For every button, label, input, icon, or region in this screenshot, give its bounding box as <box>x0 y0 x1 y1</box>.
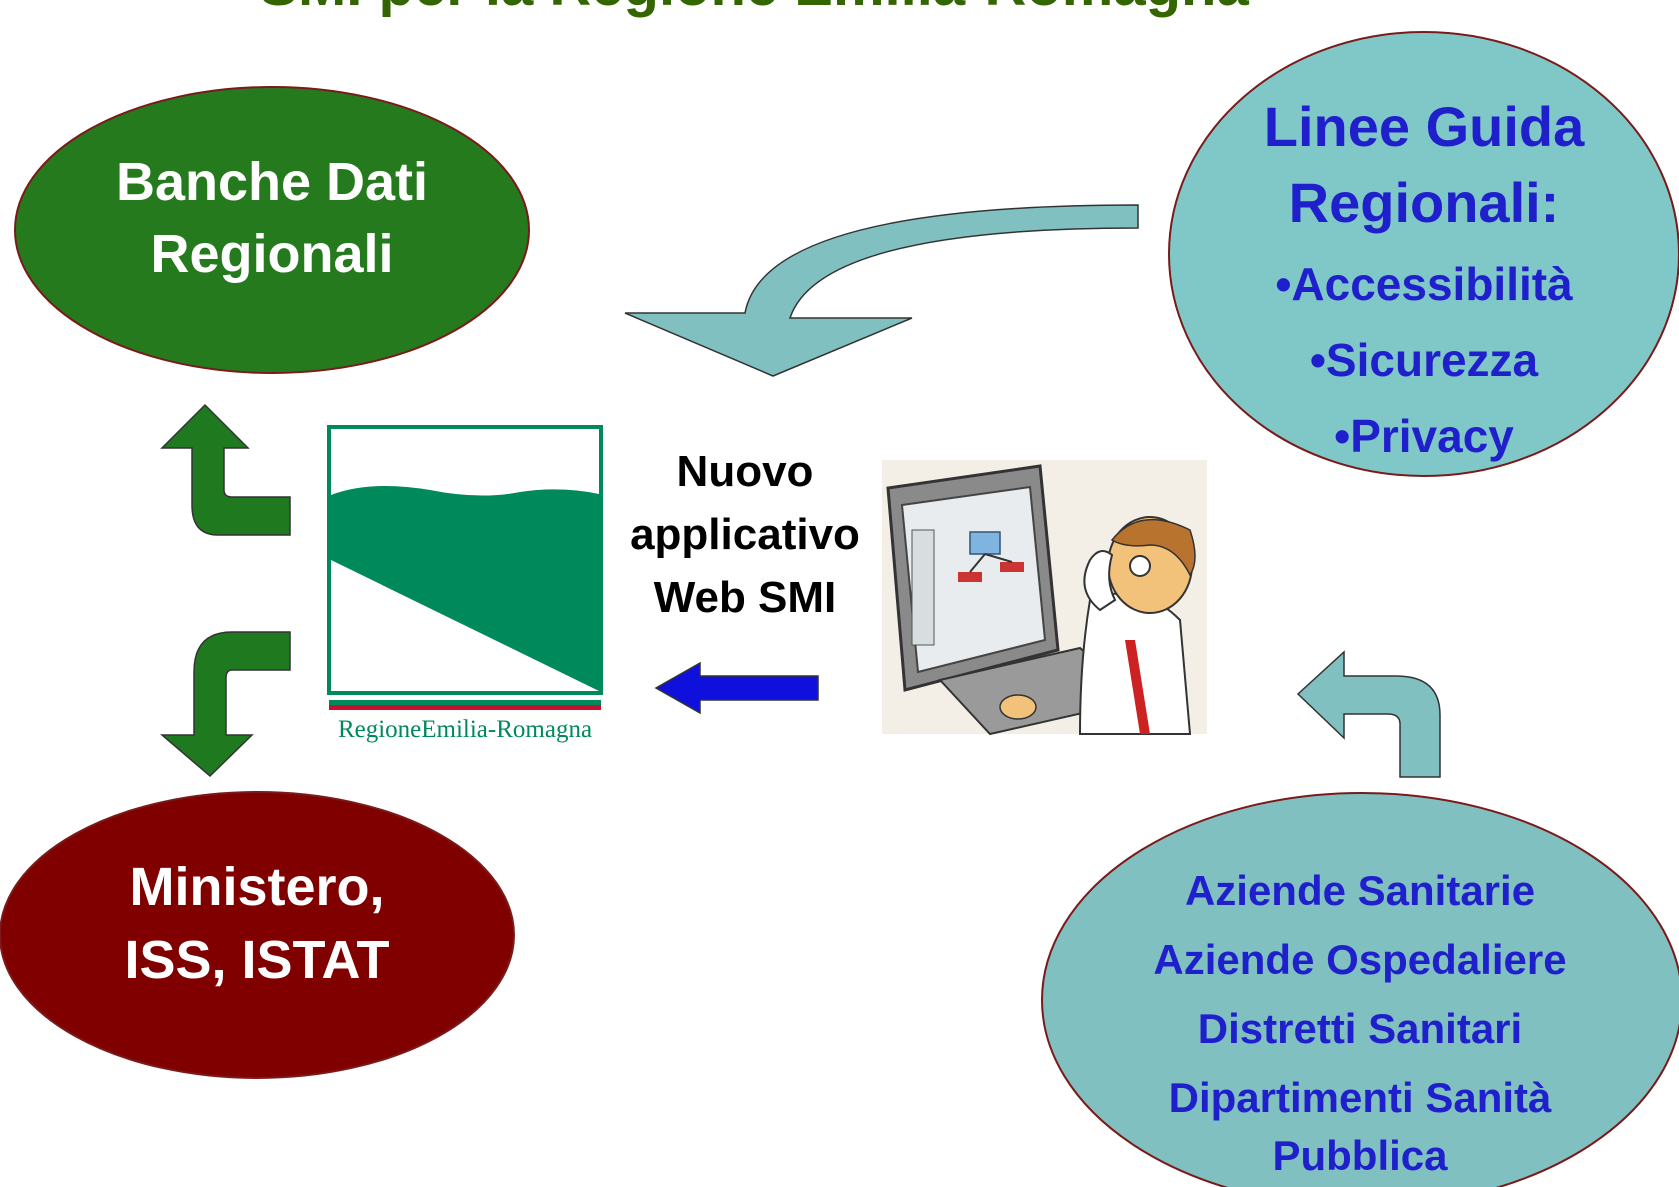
banche-dati-ellipse <box>14 86 530 374</box>
banche-dati-node: Banche Dati Regionali <box>14 86 530 374</box>
ministero-line-1: Ministero, <box>129 857 384 917</box>
logo-caption: RegioneEmilia-Romagna <box>338 716 592 743</box>
regione-logo: RegioneEmilia-Romagna <box>327 425 603 743</box>
person-hand <box>999 694 1037 720</box>
curved-arrow-up-icon <box>160 403 291 536</box>
center-label-line-3: Web SMI <box>654 573 837 622</box>
person-glasses <box>1129 555 1151 577</box>
aziende-line-1: Aziende Sanitarie <box>1185 867 1535 914</box>
screen-connector-1 <box>969 553 986 573</box>
ministero-line-2: ISS, ISTAT <box>124 930 389 990</box>
center-label: Nuovo applicativo Web SMI <box>630 447 860 622</box>
screen-red-box-2 <box>1000 562 1024 572</box>
aziende-line-4: Dipartimenti Sanità <box>1169 1074 1552 1121</box>
aziende-line-5: Pubblica <box>1272 1132 1448 1179</box>
ministero-ellipse <box>0 791 515 1079</box>
person-hair <box>1110 518 1196 577</box>
aziende-ellipse <box>1041 792 1679 1187</box>
logo-green-stripe <box>329 700 601 705</box>
curved-arrow-down-icon <box>159 631 291 778</box>
curved-arrow-up-left-icon <box>1296 650 1441 778</box>
banche-dati-line-1: Banche Dati <box>116 152 428 212</box>
logo-red-stripe <box>329 705 601 710</box>
screen-red-box-1 <box>958 572 982 582</box>
aziende-line-3: Distretti Sanitari <box>1198 1005 1522 1052</box>
linee-guida-bullet-3: •Privacy <box>1334 410 1514 462</box>
person-tie <box>1125 640 1150 734</box>
center-label-line-1: Nuovo <box>677 447 814 496</box>
computer-user-cartoon <box>882 460 1207 736</box>
page-title: SMI per la Regione Emilia-Romagna <box>259 0 1249 18</box>
curved-arrow-left-down-icon <box>624 204 1139 377</box>
aziende-node: Aziende Sanitarie Aziende Ospedaliere Di… <box>1041 792 1679 1187</box>
screen-connector-2 <box>984 553 1013 563</box>
linee-guida-node: Linee Guida Regionali: •Accessibilità •S… <box>1168 31 1679 477</box>
logo-region-shape <box>331 486 599 691</box>
person-arm <box>1083 550 1117 612</box>
linee-guida-bullet-2: •Sicurezza <box>1310 334 1539 386</box>
banche-dati-line-2: Regionali <box>150 224 393 284</box>
aziende-line-2: Aziende Ospedaliere <box>1153 936 1566 983</box>
arrow-left-icon <box>654 661 819 715</box>
screen-blue-box <box>969 531 1001 555</box>
screen-sidebar <box>911 529 935 646</box>
linee-guida-line-2: Regionali: <box>1289 171 1560 234</box>
linee-guida-line-1: Linee Guida <box>1264 95 1585 158</box>
linee-guida-ellipse <box>1168 31 1679 477</box>
linee-guida-bullet-1: •Accessibilità <box>1275 258 1573 310</box>
ministero-node: Ministero, ISS, ISTAT <box>0 791 515 1079</box>
center-label-line-2: applicativo <box>630 510 860 559</box>
